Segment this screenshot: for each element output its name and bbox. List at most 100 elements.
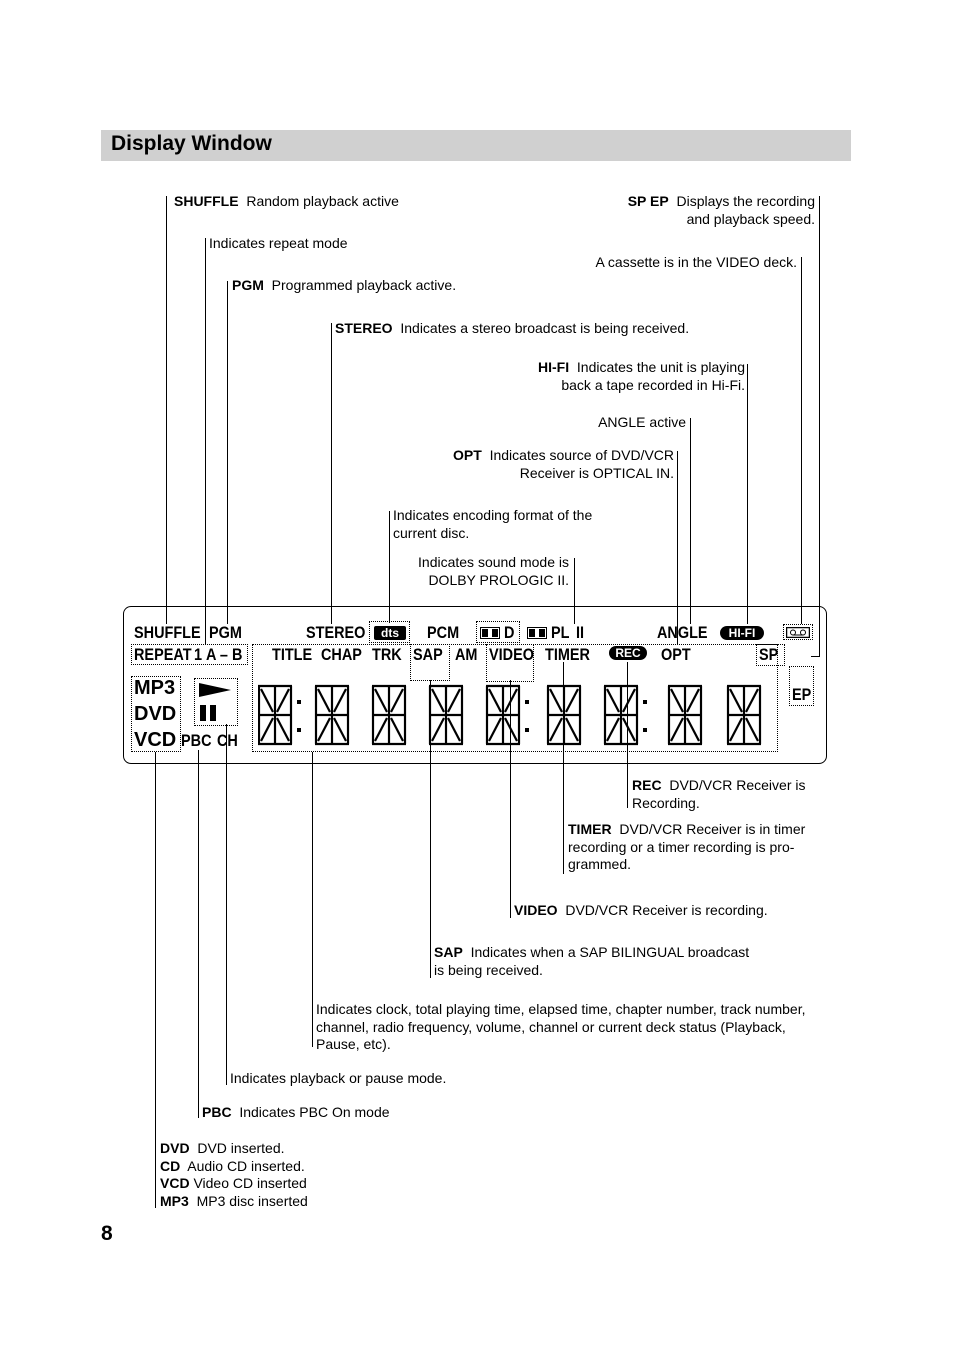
note-shuffle: SHUFFLE Random playback active	[174, 193, 399, 211]
ind-pcm: PCM	[427, 623, 460, 642]
disc-mp3-text: MP3 disc inserted	[196, 1192, 308, 1209]
ind-opt: OPT	[661, 645, 691, 664]
leader-disc	[155, 752, 156, 1208]
section-title: Display Window	[111, 132, 272, 155]
leader-clock	[312, 752, 313, 1047]
note-stereo: STEREO Indicates a stereo broadcast is b…	[335, 320, 689, 338]
disc-dvd-label: DVD	[160, 1140, 190, 1156]
ind-sp: SP	[759, 645, 779, 664]
ind-pl-ii: II	[576, 623, 585, 642]
note-timer-line1: DVD/VCR Receiver is in timer	[619, 821, 806, 837]
leader-sap	[430, 680, 431, 978]
leader-hifi	[747, 364, 748, 624]
ind-video: VIDEO	[489, 645, 534, 664]
dolby-pl-icon	[527, 627, 547, 639]
disc-list-item: MP3 MP3 disc inserted	[160, 1193, 308, 1211]
note-video-label: VIDEO	[514, 902, 558, 918]
note-timer-label: TIMER	[568, 821, 612, 837]
note-sap-label: SAP	[434, 944, 463, 960]
note-encoding: Indicates encoding format of the current…	[393, 507, 592, 542]
ind-pl: PL	[551, 623, 570, 642]
display-panel	[123, 606, 827, 764]
ind-pbc: PBC	[181, 731, 212, 750]
note-hifi-line2: back a tape recorded in Hi-Fi.	[561, 376, 745, 393]
lcd-colon-dot	[297, 700, 301, 704]
ind-dvd: DVD	[134, 703, 177, 725]
encoding-group-box	[369, 621, 410, 643]
lcd-digit	[546, 684, 582, 746]
note-clock: Indicates clock, total playing time, ela…	[316, 1001, 805, 1054]
leader-repeat	[205, 238, 206, 644]
ind-angle: ANGLE	[657, 623, 708, 642]
note-sap: SAP Indicates when a SAP BILINGUAL broad…	[434, 944, 749, 979]
note-prologic-line1: Indicates sound mode is	[418, 554, 569, 570]
note-pbc-text: Indicates PBC On mode	[239, 1104, 390, 1120]
disc-vcd-label: VCD	[160, 1175, 190, 1191]
note-video-text: DVD/VCR Receiver is recording.	[565, 902, 768, 918]
note-cassette: A cassette is in the VIDEO deck.	[595, 254, 797, 270]
note-spep-line1: Displays the recording	[676, 193, 815, 209]
note-spep-label: SP EP	[627, 193, 669, 209]
note-shuffle-label: SHUFFLE	[174, 193, 239, 209]
disc-list-item: DVD DVD inserted.	[160, 1140, 308, 1158]
ind-pgm: PGM	[209, 623, 242, 642]
leader-spep	[819, 196, 820, 656]
dts-logo: dts	[374, 626, 406, 640]
note-rec: REC DVD/VCR Receiver is Recording.	[632, 777, 805, 812]
leader-rec	[627, 662, 628, 808]
repeat-group-box	[131, 644, 248, 665]
pause-icon	[200, 705, 206, 721]
disc-vcd-text: Video CD inserted	[193, 1175, 307, 1191]
ind-repeat-ab: A – B	[206, 645, 243, 664]
note-stereo-text: Indicates a stereo broadcast is being re…	[400, 320, 690, 336]
ind-timer: TIMER	[545, 645, 590, 664]
disc-cd-label: CD	[160, 1157, 181, 1174]
page-number: 8	[101, 1222, 113, 1245]
note-shuffle-text: Random playback active	[246, 193, 399, 209]
note-sap-line2: is being received.	[434, 961, 543, 978]
leader-shuffle	[166, 196, 167, 624]
ind-stereo: STEREO	[306, 623, 366, 642]
note-pgm-label: PGM	[232, 277, 264, 293]
note-spep: SP EP Displays the recording and playbac…	[628, 193, 815, 228]
ind-vcd: VCD	[134, 729, 177, 751]
segment-digits-display	[258, 684, 762, 746]
ind-repeat-1: 1	[194, 645, 203, 664]
note-sap-line1: Indicates when a SAP BILINGUAL broadcast	[470, 944, 750, 960]
disc-list-item: CD Audio CD inserted.	[160, 1158, 308, 1176]
note-spep-line2: and playback speed.	[686, 210, 815, 227]
section-header-bar	[101, 130, 851, 161]
leader-stereo	[331, 323, 332, 624]
disc-type-box	[131, 676, 181, 752]
ind-title: TITLE	[272, 645, 313, 664]
disc-list-item: VCD Video CD inserted	[160, 1175, 308, 1193]
cassette-icon	[786, 627, 810, 638]
ind-trk: TRK	[372, 645, 402, 664]
note-encoding-line2: current disc.	[393, 524, 470, 541]
ind-chap: CHAP	[321, 645, 362, 664]
lcd-digit	[371, 684, 407, 746]
ind-mp3: MP3	[134, 677, 176, 699]
note-opt: OPT Indicates source of DVD/VCR Receiver…	[453, 447, 674, 482]
leader-spep-elbow	[811, 656, 820, 657]
note-clock-line1: Indicates clock, total playing time, ela…	[316, 1001, 806, 1017]
lcd-digit	[428, 684, 464, 746]
leader-prologic	[574, 558, 575, 624]
disc-mp3-label: MP3	[160, 1192, 189, 1209]
dolby-digital-box	[476, 621, 520, 643]
note-disc-list: DVD DVD inserted. CD Audio CD inserted. …	[160, 1140, 308, 1210]
lcd-colon-dot	[643, 700, 647, 704]
note-hifi: HI-FI Indicates the unit is playing back…	[538, 359, 745, 394]
ind-ep: EP	[792, 685, 812, 704]
note-hifi-label: HI-FI	[538, 359, 570, 375]
note-prologic: Indicates sound mode is DOLBY PROLOGIC I…	[418, 554, 569, 589]
lcd-colon-dot	[297, 728, 301, 732]
note-opt-line1: Indicates source of DVD/VCR	[489, 447, 674, 463]
note-playpause: Indicates playback or pause mode.	[230, 1070, 447, 1086]
note-pgm: PGM Programmed playback active.	[232, 277, 456, 295]
ind-repeat: REPEAT	[134, 645, 192, 664]
leader-video	[510, 680, 511, 918]
ind-sap: SAP	[413, 645, 443, 664]
note-pgm-text: Programmed playback active.	[271, 277, 457, 293]
disc-dvd-text: DVD inserted.	[197, 1140, 285, 1156]
